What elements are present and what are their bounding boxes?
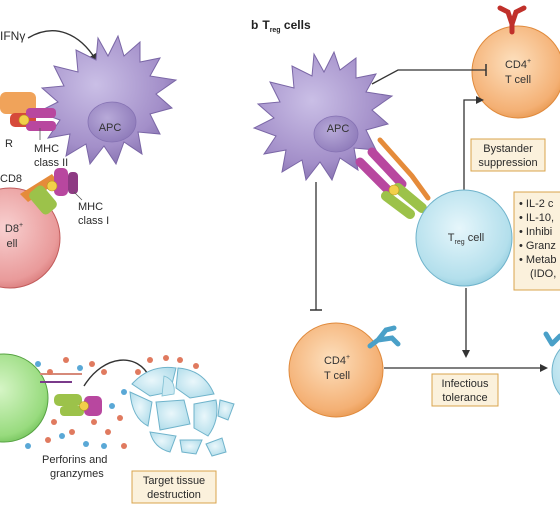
right-apc-body — [252, 50, 394, 182]
left-mhc2-line2: class II — [34, 157, 68, 169]
treg-cell: Treg cell — [415, 189, 513, 287]
bottom-cd4-tcell: CD4+ T cell — [288, 322, 384, 418]
right-edge-cell-body — [551, 348, 560, 396]
right-apc-label: APC — [327, 123, 350, 135]
apc-treg-synapse — [355, 137, 431, 219]
ifn-gamma-label: IFNγ — [0, 29, 25, 43]
bystander-line1: Bystander — [483, 143, 533, 155]
mechanism-2: • IL-10, — [519, 212, 554, 224]
left-mhc1-peptide — [46, 180, 58, 192]
left-synapse-peptide — [79, 401, 89, 411]
infectious-rect — [431, 373, 499, 407]
infectious-box: Infectious tolerance — [431, 373, 499, 407]
mechanism-3: • Inhibi — [519, 226, 552, 238]
right-peptide — [388, 184, 400, 196]
mechanism-5: • Metab — [519, 254, 556, 266]
apc-to-cd4-inhibit-line — [371, 69, 486, 85]
bottom-cd4-receptor — [367, 325, 401, 349]
infectious-line1: Infectious — [441, 378, 489, 390]
left-top-mhc2-b — [26, 121, 56, 131]
top-cd4-line2: T cell — [505, 74, 531, 86]
left-ctl-tcr — [54, 394, 82, 406]
left-receptor-fragment: R — [5, 138, 13, 150]
top-cd4-tcell: CD4+ T cell — [471, 25, 560, 119]
left-ctl-cell — [0, 353, 49, 443]
perforins-line1: Perforins and — [42, 454, 107, 466]
mechanism-4: • Granz — [519, 240, 556, 252]
left-apc-cell: APC — [36, 34, 178, 166]
right-apc-cell: APC — [252, 50, 394, 182]
bystander-arrow — [463, 96, 484, 190]
left-top-tcell-fragment — [0, 92, 56, 131]
left-mhc1-pointer — [73, 191, 83, 201]
perforins-line2: granzymes — [50, 468, 104, 480]
left-cd8-label: CD8 — [0, 173, 22, 185]
left-mhc1-line2: class I — [78, 215, 109, 227]
bottom-cd4-body — [288, 322, 384, 418]
mechanism-1: • IL-2 c — [519, 198, 554, 210]
left-cd8-line1: D8+ — [5, 222, 23, 235]
target-destruction-box: Target tissue destruction — [131, 470, 217, 504]
right-treg-tcr-a — [393, 183, 427, 213]
bottom-cd4-line1: CD4+ — [324, 354, 350, 367]
right-edge-receptor — [543, 331, 560, 347]
right-apc-nucleus — [313, 115, 359, 153]
target-cell-fragments — [129, 366, 235, 457]
left-mhc1-a — [54, 168, 68, 196]
right-edge-cell — [543, 331, 560, 396]
bystander-box: Bystander suppression — [470, 138, 546, 172]
right-coreceptor — [377, 137, 431, 201]
ifn-arrow — [27, 30, 98, 62]
left-mhc2-line1: MHC — [34, 143, 59, 155]
left-apc-body — [36, 34, 178, 166]
top-cd4-body — [471, 25, 560, 119]
left-killing-arrow — [83, 359, 152, 387]
left-granule-dots — [25, 355, 199, 449]
left-apc-nucleus — [87, 101, 137, 143]
left-ctl-body — [0, 353, 49, 443]
right-treg-tcr-b — [381, 191, 415, 219]
target-line2: destruction — [147, 489, 201, 501]
left-apc-label: APC — [99, 122, 122, 134]
left-top-tcell-edge — [0, 92, 36, 114]
left-cd8-line2: ell — [6, 238, 17, 250]
bystander-rect — [470, 138, 546, 172]
mechanisms-box: • IL-2 c • IL-10, • Inhibi • Granz • Met… — [513, 191, 560, 291]
treg-label: Treg cell — [448, 232, 484, 246]
right-mhc2-a — [367, 147, 407, 189]
bystander-line2: suppression — [478, 157, 537, 169]
left-top-peptide — [18, 114, 30, 126]
left-cd8-tcr — [29, 185, 57, 215]
left-mhc1-line1: MHC — [78, 201, 103, 213]
left-target-mhc — [84, 396, 102, 416]
infectious-line2: tolerance — [442, 392, 487, 404]
target-destruction-rect — [131, 470, 217, 504]
left-top-mhc2 — [26, 108, 56, 118]
mechanism-6: (IDO, — [530, 268, 556, 280]
right-mhc2-b — [355, 157, 395, 197]
left-ctl-tcr-b — [60, 406, 84, 416]
left-mhc1-b — [68, 172, 78, 194]
top-cd4-line1: CD4+ — [505, 58, 531, 71]
top-cd4-receptor — [497, 5, 527, 35]
mechanisms-rect — [513, 191, 560, 291]
bottom-cd4-line2: T cell — [324, 370, 350, 382]
treg-body — [415, 189, 513, 287]
target-line1: Target tissue — [143, 475, 205, 487]
